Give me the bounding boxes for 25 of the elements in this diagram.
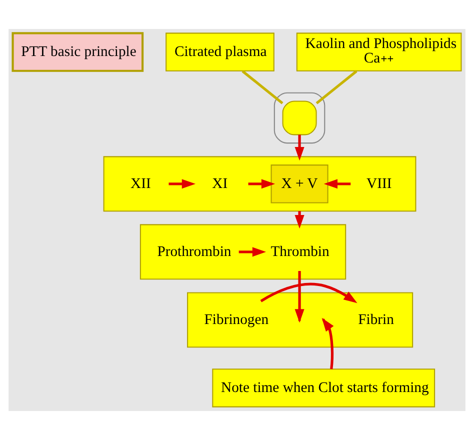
node-box xyxy=(282,100,317,136)
node-text: VIII xyxy=(366,176,392,192)
arrow xyxy=(294,211,304,229)
arrow xyxy=(168,179,196,189)
node-text: Thrombin xyxy=(270,244,330,260)
arrow xyxy=(324,179,351,189)
node-box: X + V xyxy=(270,164,328,204)
arrow xyxy=(248,179,276,189)
cluster xyxy=(103,156,416,212)
node-text: Fibrinogen xyxy=(204,312,269,328)
node-text: XI xyxy=(212,176,228,192)
cluster xyxy=(140,224,346,280)
connector xyxy=(242,70,284,104)
node-box: Note time when Clot starts forming xyxy=(212,368,436,408)
cluster xyxy=(274,92,326,144)
node-box: PTT basic principle xyxy=(12,32,144,72)
node-box: Kaolin and Phospholipids Ca++ xyxy=(296,32,462,72)
node-text: XII xyxy=(130,176,151,192)
arrow xyxy=(238,247,266,257)
arrow xyxy=(294,134,304,161)
connector xyxy=(316,70,358,104)
node-text: Prothrombin xyxy=(157,244,232,260)
node-text: Fibrin xyxy=(358,312,394,328)
arrow xyxy=(260,282,358,304)
node-box: Citrated plasma xyxy=(166,32,274,72)
